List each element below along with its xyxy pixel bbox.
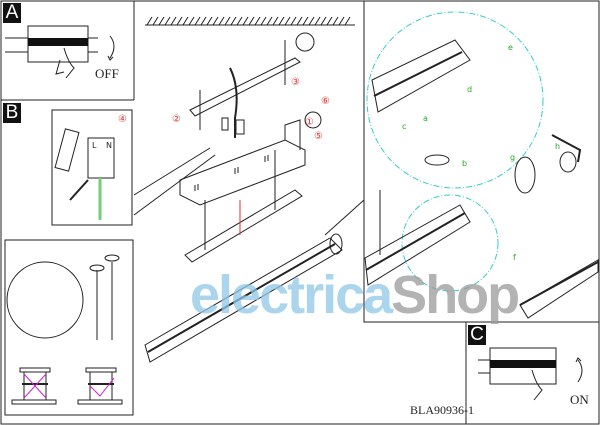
watermark-part1: electrica	[190, 265, 393, 325]
profile-detail	[364, 39, 599, 319]
watermark: electricaShop	[190, 265, 520, 325]
mounting-bracket	[189, 32, 315, 138]
document-code: BLA90936-1	[410, 403, 474, 417]
height-adjust-panel	[4, 239, 134, 416]
label-f: f	[513, 253, 516, 262]
step-2-label: ②	[172, 114, 181, 125]
label-d: d	[467, 85, 472, 94]
label-c: c	[402, 122, 406, 131]
end-cap-panel-border	[363, 1, 599, 323]
section-c-badge: C	[468, 325, 486, 345]
label-g: g	[510, 153, 515, 162]
step-1-label: ①	[305, 117, 314, 128]
label-a: a	[423, 114, 428, 123]
step-6-label: ⑥	[321, 96, 330, 107]
section-b-badge: B	[3, 103, 21, 123]
terminal-l-label: L	[92, 141, 97, 150]
ceiling-hatch	[145, 16, 355, 26]
height-adjust-illustration	[6, 254, 120, 340]
step-3-label: ③	[291, 77, 300, 88]
suspension-wires	[184, 150, 303, 263]
terminal-block	[54, 128, 115, 220]
terminal-n-label: N	[106, 141, 112, 150]
lamp-body	[144, 233, 343, 363]
on-label: ON	[570, 392, 589, 407]
detail-circle-top	[366, 11, 544, 189]
incorrect-example	[11, 367, 57, 405]
watermark-part2: Shop	[391, 265, 520, 325]
label-h: h	[555, 142, 560, 151]
step-5-label: ⑤	[314, 131, 323, 142]
breaker-on-illustration	[478, 347, 583, 401]
label-e: e	[508, 43, 513, 52]
label-b: b	[462, 159, 467, 168]
section-a-badge: A	[3, 3, 21, 23]
terminal-detail-box	[51, 109, 133, 226]
off-label: OFF	[95, 66, 119, 81]
correct-example	[77, 367, 123, 405]
driver-box	[179, 111, 322, 206]
detail-circle-bottom	[401, 194, 499, 292]
step-4-label: ④	[118, 114, 127, 125]
breaker-off-illustration	[5, 25, 115, 79]
